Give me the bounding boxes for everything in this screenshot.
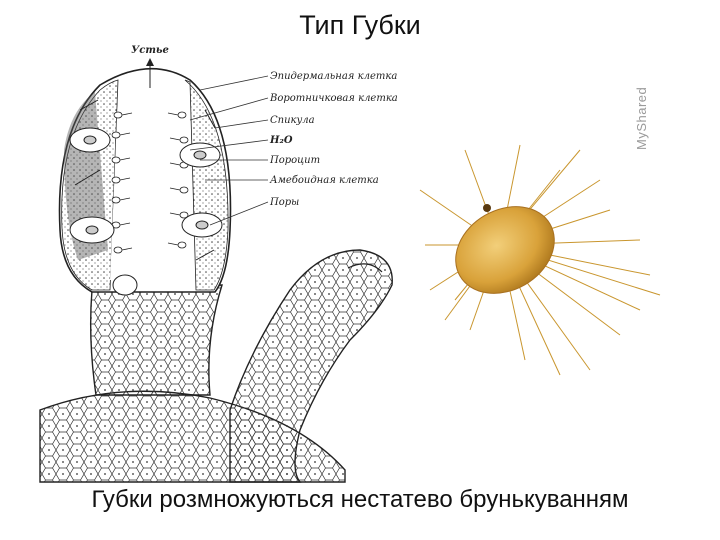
label-collar-cell: Воротничковая клетка (269, 93, 398, 104)
watermark: MyShared (634, 87, 649, 150)
osculum-arrowhead (146, 58, 154, 66)
label-water: H₂O (269, 135, 293, 146)
sponge-stalk (91, 285, 222, 395)
sponge-illustration (420, 145, 660, 375)
label-pores: Поры (269, 197, 299, 208)
label-spicule: Спикула (270, 115, 315, 126)
slide-caption: Губки розмножуються нестатево брунькуван… (0, 486, 720, 514)
label-epidermal-cell: Эпидермальная клетка (270, 71, 397, 82)
label-osculum: Устье (131, 45, 169, 56)
label-porocyte: Пороцит (269, 155, 320, 166)
sponge-illustration-body (440, 189, 570, 310)
label-amoeboid-cell: Амебоидная клетка (269, 175, 379, 186)
sponge-illustration-osculum (483, 204, 491, 212)
